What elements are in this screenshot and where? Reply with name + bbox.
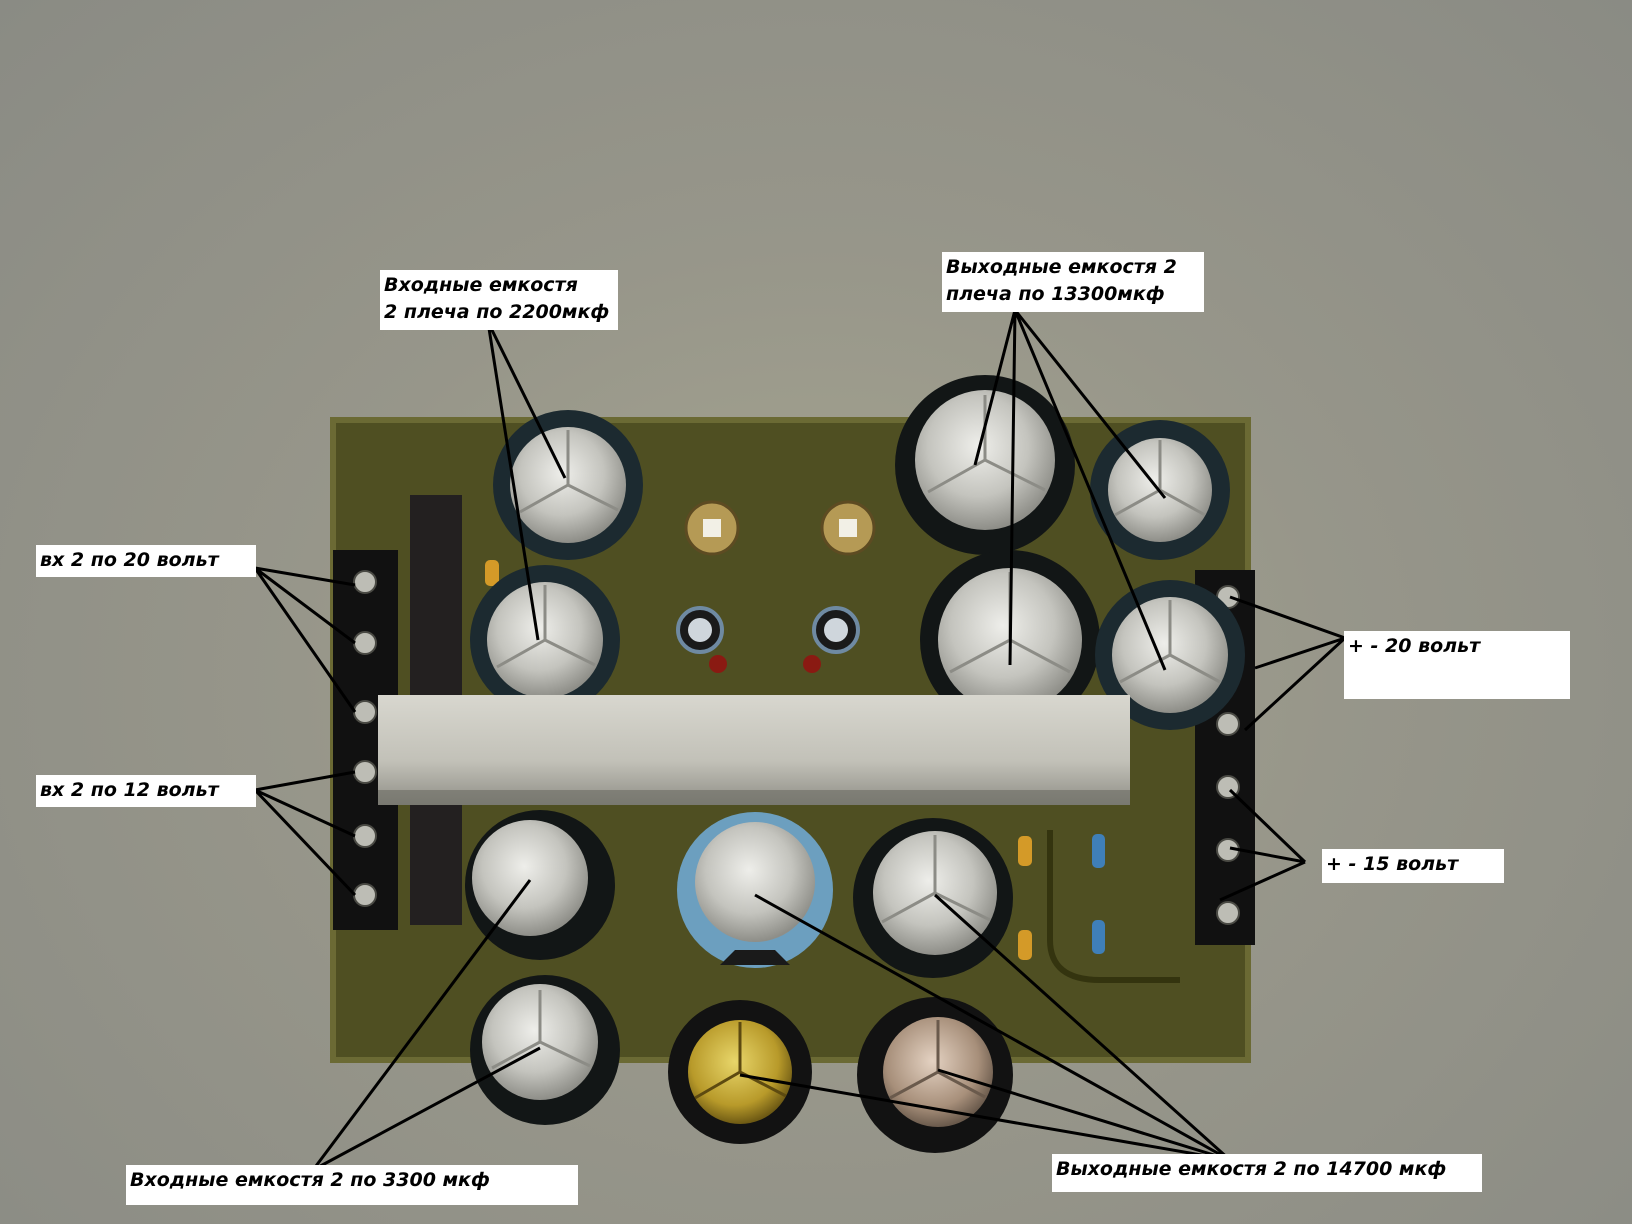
heatsink: [378, 695, 1130, 805]
pcb-trace: [1047, 830, 1180, 983]
label-input-cap-2200-line1: Входные емкостя: [384, 274, 578, 296]
resistors: [485, 560, 1032, 960]
label-output-cap-13300-line1: Выходные емкостя 2: [946, 256, 1177, 278]
label-in-20v: вх 2 по 20 вольт: [36, 545, 256, 577]
trimmer-potentiometers: [684, 500, 876, 556]
small-capacitors: [676, 606, 860, 673]
label-output-cap-14700: Выходные емкостя 2 по 14700 мкф: [1052, 1154, 1482, 1192]
blue-resistors: [1092, 834, 1105, 954]
label-output-cap-13300-line2: плеча по 13300мкф: [946, 283, 1165, 305]
input-capacitors-3300uf: [465, 810, 620, 1125]
label-out-15v: + - 15 вольт: [1322, 849, 1504, 883]
label-input-cap-2200: Входные емкостя 2 плеча по 2200мкф: [380, 270, 618, 330]
label-output-cap-13300: Выходные емкостя 2 плеча по 13300мкф: [942, 252, 1204, 312]
output-capacitors-13300uf: [895, 375, 1100, 730]
heatsink-shadow: [378, 790, 1130, 805]
label-input-cap-2200-line2: 2 плеча по 2200мкф: [384, 301, 610, 323]
label-input-cap-3300: Входные емкостя 2 по 3300 мкф: [126, 1165, 578, 1205]
pointer-lines: [253, 309, 1347, 1172]
label-in-12v: вх 2 по 12 вольт: [36, 775, 256, 807]
input-capacitors-2200uf: [470, 410, 643, 715]
terminal-screws-left: [353, 570, 377, 907]
label-out-20v: + - 20 вольт: [1344, 631, 1570, 699]
